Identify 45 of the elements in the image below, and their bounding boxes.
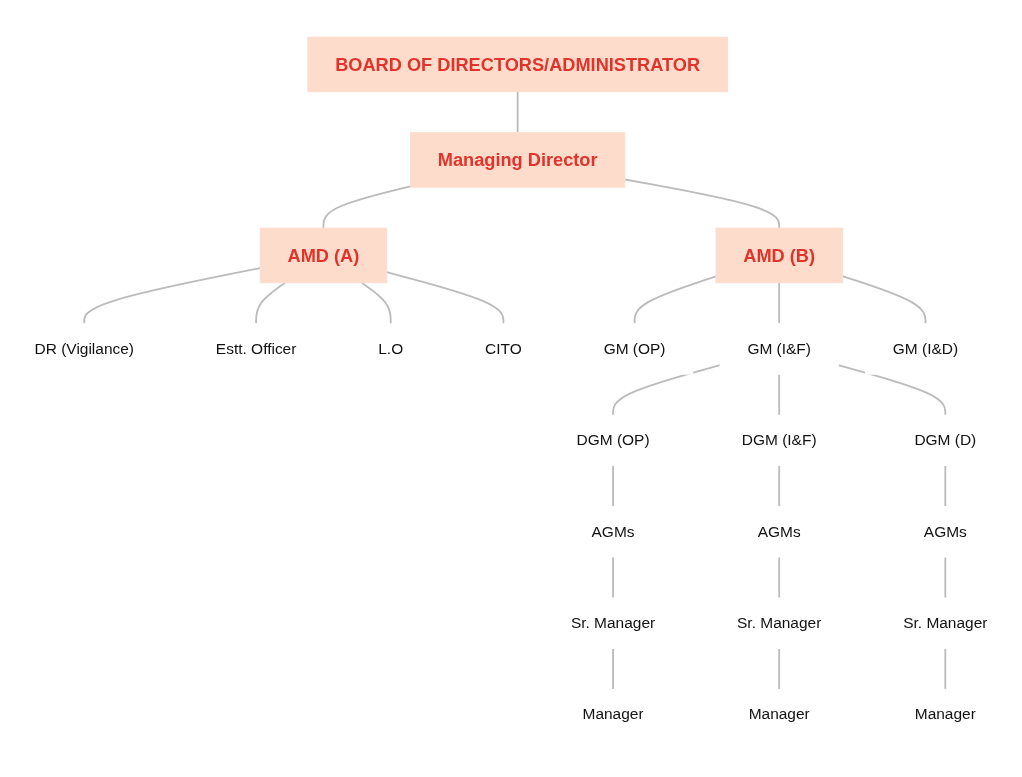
connector: [360, 281, 392, 325]
connector: [612, 647, 614, 691]
connector: [778, 556, 781, 599]
connector: [944, 556, 947, 599]
connector: [612, 556, 614, 599]
node-text: AGMs: [923, 522, 967, 541]
node-text: Manager: [748, 705, 810, 724]
connector: [83, 267, 262, 325]
connector: [778, 281, 781, 325]
node-text: L.O: [378, 340, 404, 358]
node-text: Sr. Manager: [737, 614, 822, 632]
connector: [322, 185, 412, 230]
node-text: DGM (OP): [576, 431, 650, 449]
node-box: AMD (B): [715, 227, 843, 284]
node-text: Estt. Officer: [215, 340, 297, 358]
connector: [633, 275, 717, 325]
node-box: AMD (A): [259, 227, 388, 284]
node-text: CITO: [485, 340, 522, 358]
connector: [623, 178, 781, 230]
node-text: Sr. Manager: [570, 614, 656, 632]
node-text: Manager: [582, 705, 644, 724]
connector: [837, 364, 947, 417]
node-text: Sr. Manager: [903, 614, 988, 632]
connector: [778, 373, 781, 417]
node-text: DGM (D): [914, 431, 977, 449]
connector: [944, 464, 947, 508]
connector: [516, 90, 519, 134]
connector: [841, 275, 927, 325]
node-text: GM (I&F): [747, 340, 811, 358]
node-text: GM (OP): [603, 340, 666, 358]
connector: [778, 647, 781, 691]
node-text: DR (Vigilance): [34, 340, 134, 358]
connector: [612, 464, 614, 508]
connector: [944, 647, 947, 691]
node-text: GM (I&D): [892, 340, 959, 358]
connector: [612, 364, 721, 417]
connector: [778, 464, 781, 508]
node-box: BOARD OF DIRECTORS/ADMINISTRATOR: [307, 36, 728, 93]
node-text: AGMs: [757, 522, 801, 541]
connector: [385, 271, 505, 325]
node-text: AGMs: [591, 522, 635, 541]
node-text: Manager: [914, 705, 976, 724]
node-text: DGM (I&F): [741, 431, 817, 449]
node-box: Managing Director: [410, 132, 626, 188]
connector: [255, 281, 286, 325]
